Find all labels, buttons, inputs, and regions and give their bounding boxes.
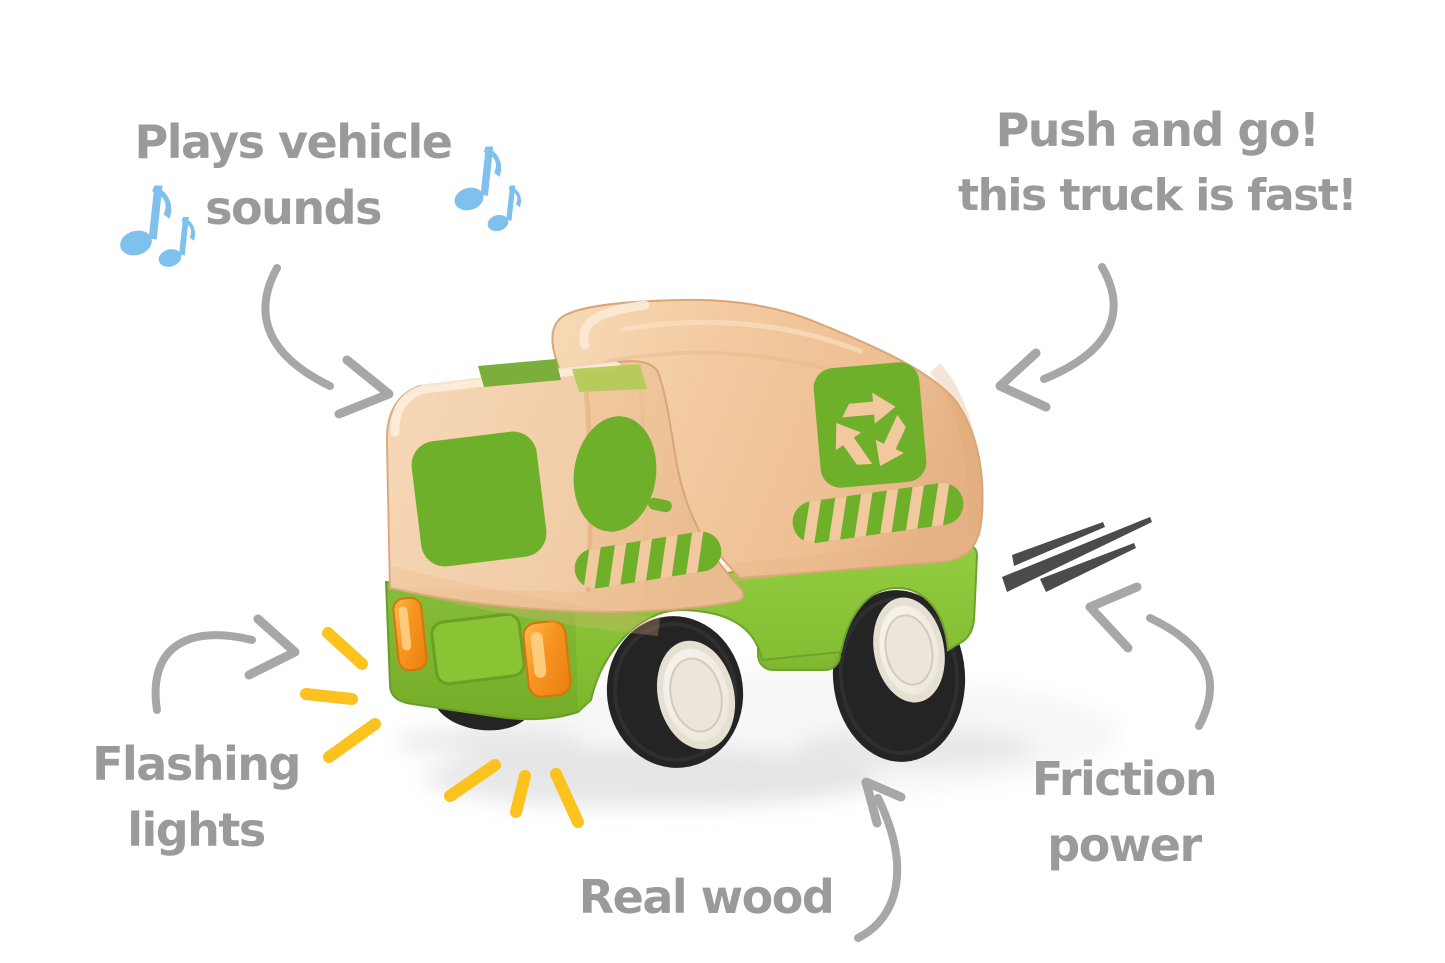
annotation-line: sounds [205, 181, 382, 235]
wheel-front-right [832, 590, 966, 762]
annotation-friction-power: Friction power [1031, 746, 1218, 878]
annotation-line: Friction [1031, 752, 1218, 806]
annotation-line: power [1047, 818, 1202, 872]
curved-arrow-push [995, 263, 1118, 412]
speed-lines-icon [1002, 517, 1152, 592]
annotation-flashing-lights: Flashing lights [92, 731, 301, 863]
truck-cargo-body [551, 298, 984, 590]
curved-arrow-sounds [261, 264, 394, 419]
annotation-line: Push and go! [995, 103, 1320, 157]
roof-block-top-left [478, 359, 561, 387]
curved-arrow-real-wood [854, 777, 906, 942]
annotation-line: this truck is fast! [958, 170, 1357, 221]
annotation-line: Real wood [578, 870, 835, 924]
curved-arrow-flashing [151, 614, 300, 714]
truck-cab [385, 359, 745, 636]
tail-light-left [392, 596, 428, 672]
annotation-push-and-go: Push and go! this truck is fast! [958, 97, 1357, 229]
annotation-real-wood: Real wood [578, 864, 835, 930]
flash-rays-icon [300, 627, 584, 828]
annotation-plays-sounds: Plays vehicle sounds [134, 109, 453, 241]
truck-chassis [384, 544, 979, 721]
wheel-front-left [606, 616, 744, 768]
annotation-line: lights [127, 803, 266, 857]
cab-side-dash [648, 497, 672, 513]
annotation-line: Plays vehicle [134, 115, 453, 169]
annotation-line: Flashing [92, 737, 301, 791]
cab-side-window [573, 416, 657, 532]
tail-light-right [522, 620, 572, 698]
cab-rear-window [411, 431, 547, 567]
curved-arrow-friction [1085, 582, 1214, 730]
roof-block-top-right [572, 364, 647, 392]
recycling-panel [813, 362, 927, 488]
license-plate [430, 612, 526, 686]
